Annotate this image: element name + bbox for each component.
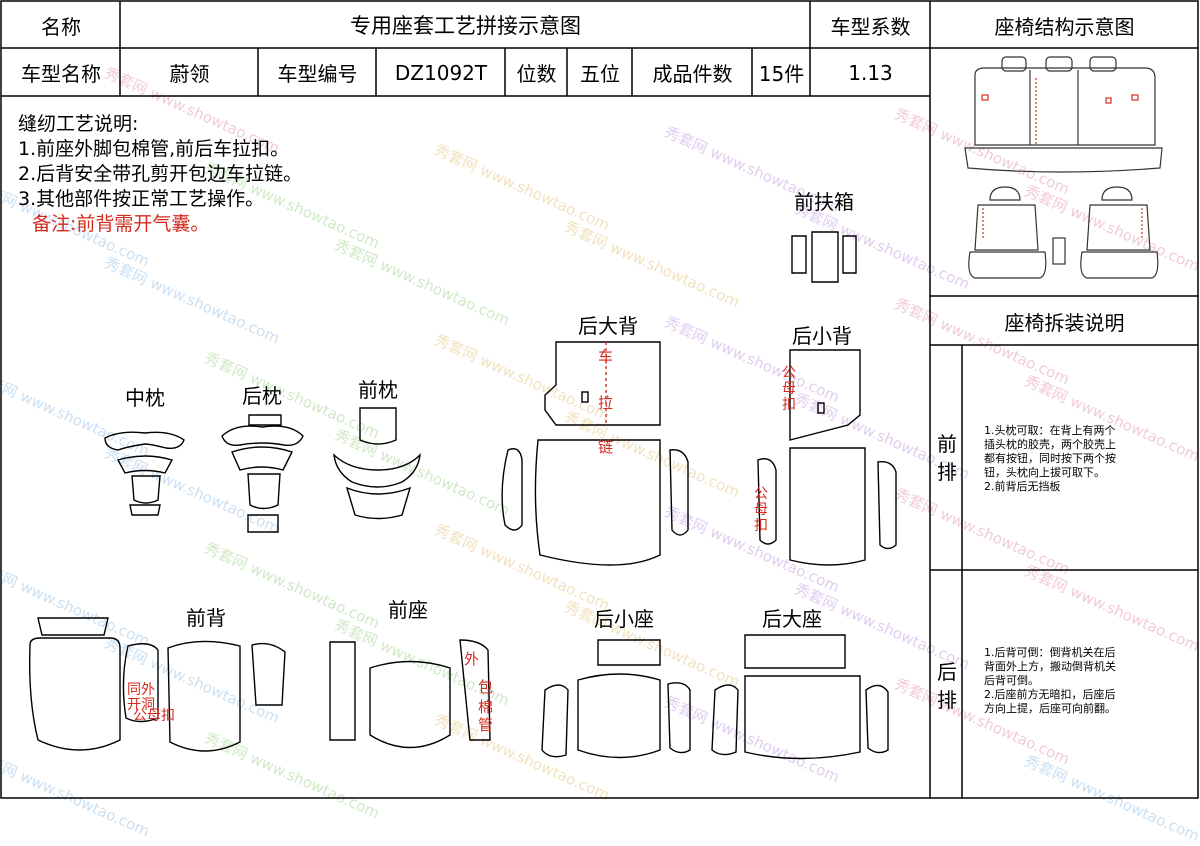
buckle-a-char-2: 母 — [782, 381, 796, 397]
rear-small-seat-pieces — [541, 639, 691, 759]
seat-structure-sketch — [964, 56, 1163, 279]
label-rear-big-seat: 后大座 — [762, 607, 822, 631]
label-front-seat: 前座 — [388, 598, 428, 622]
foam-char-2: 包 — [478, 678, 494, 696]
rear-row-label: 后 排 — [937, 660, 957, 712]
foam-char-1: 外 — [464, 650, 480, 668]
sewing-notes: 缝纫工艺说明: 1.前座外脚包棉管,前后车拉扣。 2.后背安全带孔剪开包边车拉链… — [18, 112, 302, 237]
label-rear-big-back: 后大背 — [578, 314, 638, 338]
front-pillow-pieces — [333, 407, 421, 520]
name-label: 名称 — [41, 14, 81, 39]
front-row-instructions: 1.头枕可取：在背上有两个 插头枕的胶壳，两个胶壳上 都有按钮，同时按下两个按 … — [984, 424, 1116, 493]
seats-label: 位数 — [516, 62, 557, 86]
label-front-armrest: 前扶箱 — [794, 190, 854, 214]
zipper-char-1: 车 — [598, 348, 614, 366]
seats: 五位 — [580, 62, 620, 86]
label-rear-pillow: 后枕 — [242, 384, 282, 408]
front-row-label: 前 排 — [937, 432, 957, 484]
label-front-back: 前背 — [186, 606, 226, 630]
pieces: 15件 — [758, 62, 805, 86]
buckle-b-char-3: 扣 — [754, 518, 768, 534]
label-front-pillow: 前枕 — [358, 378, 398, 402]
model-name-label: 车型名称 — [21, 62, 101, 86]
front-back-pieces — [28, 617, 286, 752]
rear-pillow-pieces — [221, 414, 304, 533]
notes-item-2: 2.后背安全带孔剪开包边车拉链。 — [18, 163, 303, 185]
rear-row-instructions: 1.后背可倒：倒背机关在后 背面外上方，搬动倒背机关 后背可倒。 2.后座前方无… — [984, 646, 1116, 715]
buckle-b-char-1: 公 — [754, 486, 768, 502]
disassembly-title: 座椅拆装说明 — [1004, 310, 1125, 335]
airbag-note-1: 同外 — [127, 682, 155, 698]
sheet-title: 专用座套工艺拼接示意图 — [350, 14, 581, 38]
airbag-note-3: 公母扣 — [133, 708, 175, 724]
coef-value: 1.13 — [848, 60, 893, 85]
foam-char-3: 棉 — [478, 698, 494, 716]
buckle-b-char-2: 母 — [754, 502, 768, 518]
airbag-note-2: 开洞 — [127, 697, 155, 713]
mid-pillow-pieces — [104, 431, 185, 516]
buckle-a-char-1: 公 — [782, 365, 796, 381]
struct-title: 座椅结构示意图 — [994, 14, 1135, 39]
rear-small-back-pieces — [757, 349, 897, 566]
front-seat-pieces — [329, 639, 491, 749]
coef-label: 车型系数 — [830, 14, 911, 39]
label-rear-small-back: 后小背 — [792, 324, 852, 348]
notes-title: 缝纫工艺说明: — [18, 113, 139, 135]
rear-big-seat-pieces — [711, 634, 889, 760]
pieces-label: 成品件数 — [652, 62, 733, 86]
model-no: DZ1092T — [394, 60, 488, 85]
diagram-drawing — [0, 0, 1199, 799]
model-no-label: 车型编号 — [277, 62, 358, 86]
notes-remark: 备注:前背需开气囊。 — [32, 213, 210, 235]
front-armrest-pieces — [791, 231, 857, 283]
buckle-a-char-3: 扣 — [782, 397, 796, 413]
foam-char-4: 管 — [478, 716, 494, 734]
notes-item-3: 3.其他部件按正常工艺操作。 — [18, 188, 265, 210]
outer-frame — [0, 0, 1199, 799]
model-name: 蔚领 — [169, 62, 210, 86]
label-mid-pillow: 中枕 — [125, 386, 165, 410]
zipper-char-3: 链 — [598, 438, 614, 456]
notes-item-1: 1.前座外脚包棉管,前后车拉扣。 — [18, 138, 290, 160]
label-rear-small-seat: 后小座 — [594, 607, 654, 631]
zipper-char-2: 拉 — [598, 394, 614, 412]
rear-big-back-pieces — [501, 341, 689, 566]
